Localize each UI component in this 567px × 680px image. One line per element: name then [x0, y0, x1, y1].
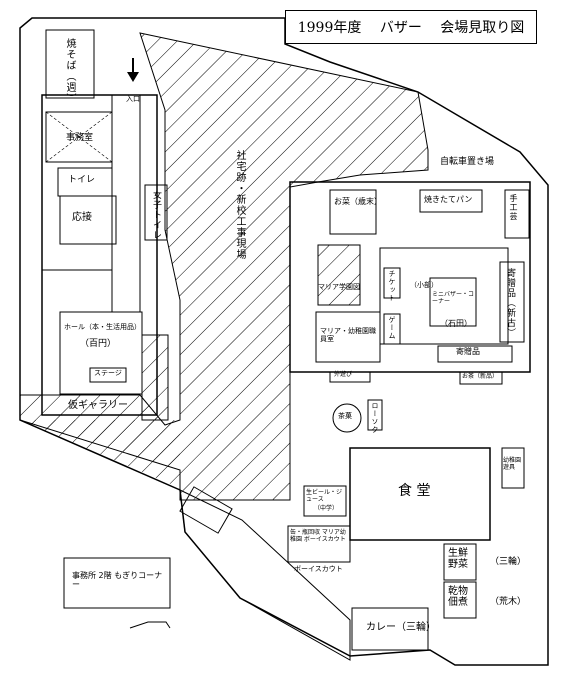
scout-booth-label: 缶・瓶回収 マリア幼稚園 ボーイスカウト [290, 529, 346, 543]
garden-box [329, 371, 371, 383]
sanwa-label: （三輪） [490, 557, 527, 567]
bicycle-label: 自転車置き場 [440, 157, 495, 167]
curry-box [351, 607, 429, 651]
garden-label: 外遊び [334, 371, 353, 378]
ticket-label: チケット [388, 270, 396, 302]
donated-goods-label: 寄贈品 [456, 347, 480, 356]
stage-box [89, 367, 127, 383]
kitchen-box [329, 189, 377, 235]
mission-box [315, 311, 381, 363]
juice-box [303, 485, 347, 517]
reception-label: 応接 [72, 212, 92, 223]
hall-room [59, 311, 143, 395]
dried-label: 乾物佃煮 [448, 586, 468, 608]
game-label: ゲーム [388, 316, 396, 340]
curry-label: カレー（三輪） [366, 622, 436, 633]
tea-table [332, 403, 362, 433]
church-lot-label: 社宅跡・新校工事現場 [234, 150, 245, 260]
driveway-sign [179, 486, 233, 534]
crafts-box [504, 189, 530, 239]
driveway [179, 489, 351, 661]
vegetables-label: 生鮮野菜 [448, 548, 468, 570]
hatch-stair-right [141, 334, 169, 421]
office-label: 事務室 [66, 133, 94, 143]
donation-box [499, 261, 525, 343]
shop-box [459, 371, 503, 385]
kindergarten-label: 幼稚園遊具 [503, 457, 522, 471]
left-building [41, 94, 158, 416]
yakisoba-label: 焼そば（週） [64, 38, 75, 104]
dried-box [443, 581, 477, 619]
kindergarten-box [501, 447, 525, 489]
station-label: ローソク [371, 402, 379, 434]
cafeteria-label: 食 堂 [398, 483, 431, 499]
entrance-label: 入口 [126, 95, 140, 103]
vegetables-box [443, 543, 477, 581]
yakisoba-room [45, 29, 95, 99]
womens-toilet-room [144, 184, 168, 241]
mission-room-label: マリア・幼稚園職員室 [320, 327, 376, 343]
down-arrow-icon [127, 58, 139, 82]
kyoto-office-box [63, 557, 171, 609]
game-box [383, 313, 401, 345]
ticket-box [383, 267, 401, 299]
shop-label: お茶（新品） [462, 373, 499, 380]
cafeteria-box [349, 447, 491, 541]
toilet-label: トイレ [68, 175, 96, 185]
hatch-small-center [317, 244, 361, 306]
station-box [367, 399, 383, 431]
lounge-area [379, 247, 509, 345]
bakery-label: 焼きたてパン [424, 195, 473, 204]
kyoto-office-label: 事務所 2階 もぎりコーナー [72, 571, 163, 589]
araki-label: （荒木） [490, 597, 527, 607]
juice-sub-label: （中学） [314, 505, 339, 512]
gallery-label: 仮ギャラリー [68, 400, 128, 411]
donation-label: 寄贈品（新古） [505, 268, 515, 338]
scout-box [287, 525, 351, 563]
crafts-label: 手工芸 [509, 194, 518, 221]
hall-sub-label: （百円） [80, 339, 117, 349]
stage-label: ステージ [94, 369, 122, 377]
stair-mark [129, 621, 171, 629]
antiques-box [429, 277, 477, 327]
lounge-label: （小部） [410, 281, 438, 289]
donated-goods-box [437, 345, 513, 363]
hatch-left-bottom [20, 420, 180, 500]
kitchen-label: お菜（歳末） [334, 197, 382, 206]
site-boundary [19, 17, 549, 666]
scout-label: ボーイスカウト [294, 565, 343, 573]
womens-toilet-label: 女子トイレ [151, 190, 161, 240]
antiques-sub-label: （石田） [440, 319, 472, 328]
main-building [289, 181, 531, 373]
bakery-box [419, 189, 483, 213]
hall-label: ホール（本・生活用品） [64, 323, 141, 331]
tea-label: 茶菓 [338, 412, 352, 420]
page-title: 1999年度 バザー 会場見取り図 [285, 10, 537, 44]
juice-label: 生ビール・ジュース [306, 489, 343, 503]
reception-room [59, 195, 117, 245]
mission-label: マリア学園図 [318, 283, 360, 291]
antiques-label: ミニバザー・コーナー [432, 291, 475, 305]
